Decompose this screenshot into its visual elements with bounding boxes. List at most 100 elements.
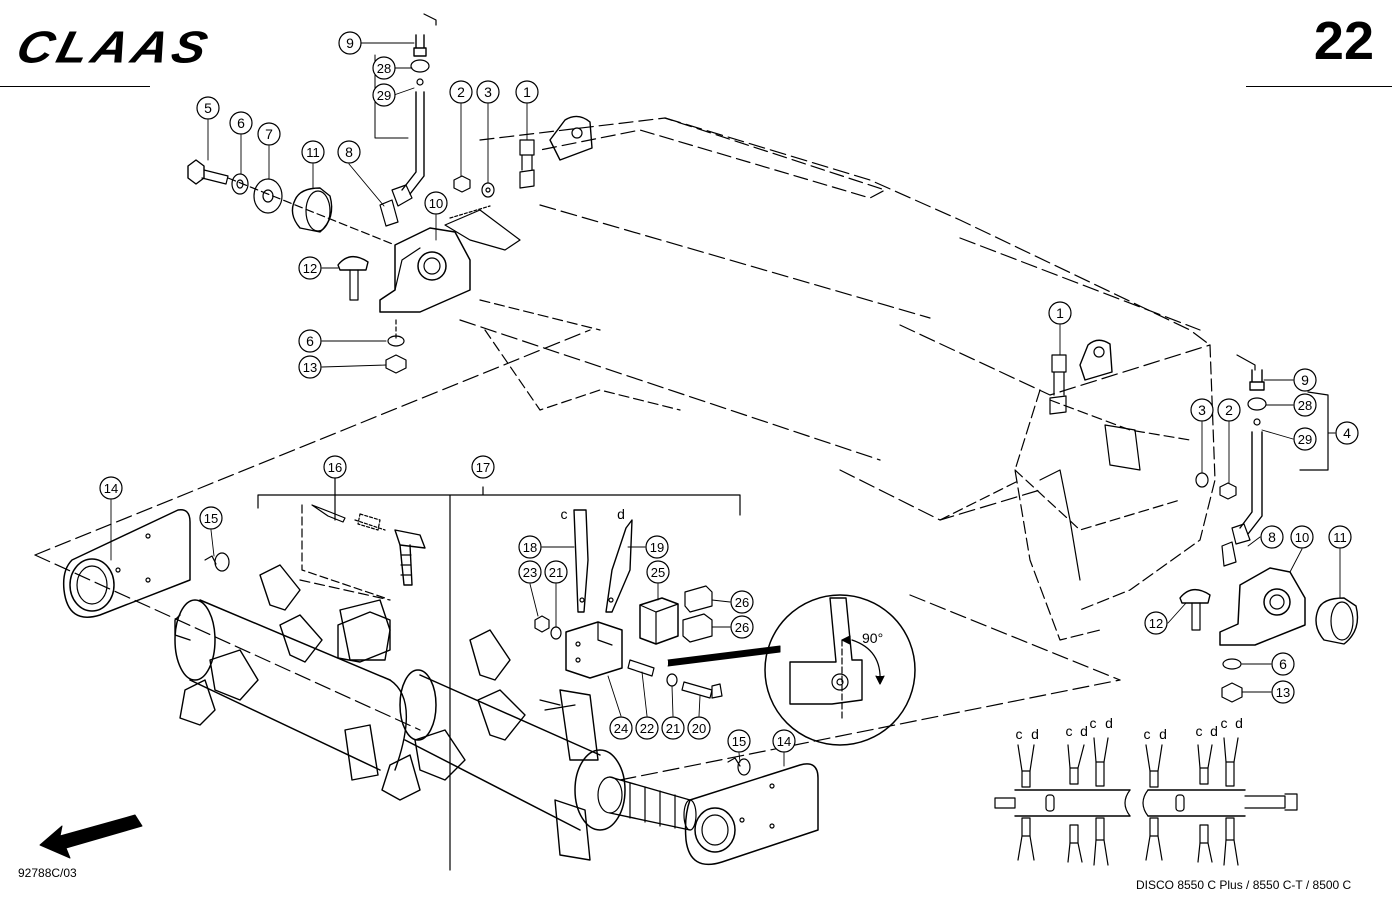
callout-7: 7: [257, 122, 281, 146]
callout-circle: [1290, 525, 1314, 549]
callout-number: 1: [523, 84, 531, 100]
callout-3: 3: [476, 80, 500, 104]
part-label-c: c: [561, 506, 568, 522]
callout-number: 26: [735, 595, 749, 610]
callout-10: 10: [424, 191, 448, 215]
callout-number: 3: [484, 84, 492, 100]
callout-number: 29: [1298, 432, 1312, 447]
callout-circle: [301, 140, 325, 164]
callout-9: 9: [338, 31, 362, 55]
callout-number: 25: [651, 565, 665, 580]
callout-number: 26: [735, 620, 749, 635]
callout-number: 17: [476, 460, 490, 475]
callout-circle: [372, 83, 396, 107]
callout-number: 11: [1333, 530, 1347, 545]
callout-25: 25: [646, 560, 670, 584]
right-bracket: [1079, 339, 1113, 381]
left-bearing-assembly: [187, 13, 535, 374]
callout-2: 2: [1217, 398, 1241, 422]
callout-number: 9: [346, 35, 354, 51]
callout-number: 14: [104, 481, 118, 496]
callout-number: 22: [640, 721, 654, 736]
callout-circle: [544, 560, 568, 584]
callout-circle: [687, 716, 711, 740]
shaft-schematic: [994, 737, 1298, 866]
callout-number: 2: [457, 84, 465, 100]
part-label-d: d: [1210, 723, 1218, 739]
header-divider-right: [1246, 86, 1392, 87]
callout-number: 28: [377, 61, 391, 76]
callout-circle: [338, 31, 362, 55]
callout-number: 21: [666, 721, 680, 736]
part-label-d: d: [1080, 723, 1088, 739]
callout-number: 6: [237, 115, 245, 131]
callout-circle: [635, 716, 659, 740]
part-label-d: d: [1105, 715, 1113, 731]
callout-number: 6: [1279, 656, 1287, 672]
housing-panel-left: [479, 117, 886, 199]
callout-number: 5: [204, 100, 212, 116]
callout-circle: [323, 455, 347, 479]
callout-number: 15: [204, 511, 218, 526]
callout-number: 10: [429, 196, 443, 211]
callout-8: 8: [337, 140, 361, 164]
callout-2: 2: [449, 80, 473, 104]
callout-number: 24: [614, 721, 628, 736]
right-bearing-assembly: [1049, 354, 1359, 703]
callout-number: 16: [328, 460, 342, 475]
callout-circle: [1293, 427, 1317, 451]
detail-view: [764, 594, 916, 746]
callout-number: 10: [1295, 530, 1309, 545]
rotor-outline-dashed: [34, 329, 591, 556]
callout-circle: [449, 80, 473, 104]
callout-1: 1: [1048, 301, 1072, 325]
cover-main: [664, 117, 1211, 346]
callout-15: 15: [199, 506, 223, 530]
housing-panel-right: [1014, 389, 1101, 641]
part-label-c: c: [1090, 715, 1097, 731]
callout-1: 1: [515, 80, 539, 104]
callout-21: 21: [661, 716, 685, 740]
callout-circle: [609, 716, 633, 740]
callout-29: 29: [372, 83, 396, 107]
callout-circle: [727, 729, 751, 753]
callout-28: 28: [1293, 393, 1317, 417]
callout-circle: [372, 56, 396, 80]
part-label-c: c: [1066, 723, 1073, 739]
callout-number: 12: [1149, 616, 1163, 631]
callout-circle: [1271, 652, 1295, 676]
callout-number: 13: [1276, 685, 1290, 700]
part-label-d: d: [1159, 726, 1167, 742]
callout-16: 16: [323, 455, 347, 479]
detail-pointer: [667, 645, 781, 667]
callout-number: 18: [523, 540, 537, 555]
callout-circle: [298, 256, 322, 280]
callout-number: 3: [1198, 402, 1206, 418]
part-label-c: c: [1221, 715, 1228, 731]
callout-number: 1: [1056, 305, 1064, 321]
callout-number: 12: [303, 261, 317, 276]
callout-5: 5: [196, 96, 220, 120]
callout-12: 12: [298, 256, 322, 280]
callout-circle: [1260, 525, 1284, 549]
callout-20: 20: [687, 716, 711, 740]
callout-6: 6: [1271, 652, 1295, 676]
panel-bracket: [549, 115, 593, 161]
callout-circle: [661, 716, 685, 740]
callout-26: 26: [730, 615, 754, 639]
housing-panel-edge: [539, 204, 931, 319]
header-divider-left: [0, 86, 150, 87]
callout-circle: [1190, 398, 1214, 422]
callout-number: 14: [777, 734, 791, 749]
direction-arrow: [39, 814, 143, 859]
callout-number: 21: [549, 565, 563, 580]
callout-21: 21: [544, 560, 568, 584]
callout-number: 4: [1343, 425, 1351, 441]
callout-number: 15: [732, 734, 746, 749]
part-label-d: d: [617, 506, 625, 522]
callout-number: 7: [265, 126, 273, 142]
callout-circle: [476, 80, 500, 104]
callout-circle: [772, 729, 796, 753]
callout-circle: [1293, 368, 1317, 392]
detail-angle-label: 90°: [862, 630, 883, 646]
